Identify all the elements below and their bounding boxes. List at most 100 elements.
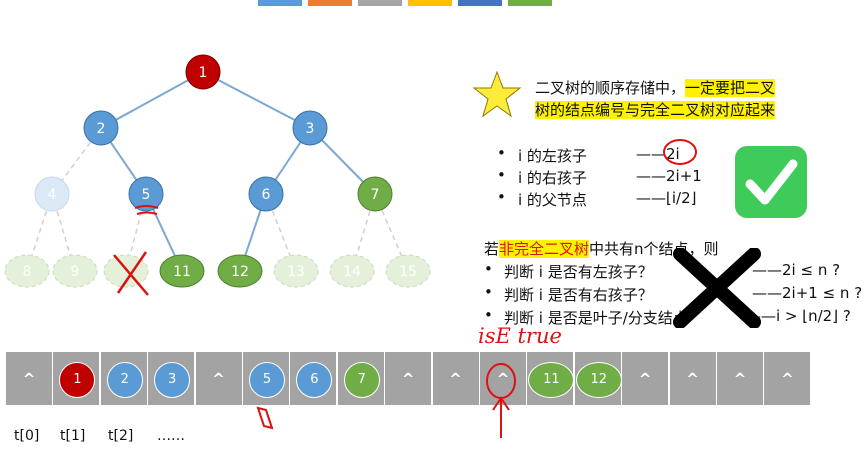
check-icon (735, 146, 807, 218)
answer-text: ——2i+1 ≤ n ? (752, 284, 863, 302)
array-cell: 7 (337, 352, 384, 405)
tree-node-label: 6 (262, 187, 271, 203)
tree-edge (202, 71, 311, 129)
tree-node-label: 11 (173, 264, 191, 280)
question-text: 判断 i 是否是叶子/分支结点 (504, 309, 688, 327)
array-cell: ^ (717, 352, 763, 405)
incomplete-heading: 若非完全二叉树中共有n个结点，则 (484, 238, 719, 259)
array-node: 3 (154, 362, 191, 398)
heading-line2: 树的结点编号与完全二叉树对应起来 (535, 99, 776, 120)
null-marker: ^ (733, 370, 747, 388)
heading-part1: 二叉树的顺序存储中， (535, 79, 686, 97)
tree-node: 15 (385, 254, 431, 288)
cross-icon (673, 248, 761, 328)
null-marker: ^ (449, 370, 462, 388)
tree-node: 2 (83, 110, 119, 146)
tree-node: 12 (217, 254, 263, 288)
array-cell: 6 (290, 352, 337, 405)
tree-node-label: 4 (48, 187, 57, 203)
array-node: 11 (528, 362, 575, 398)
star-icon (472, 70, 522, 118)
array-node: 1 (59, 362, 96, 398)
answer-text: ——i > ⌊n/2⌋ ? (746, 307, 851, 325)
tree-node: 5 (128, 176, 164, 212)
bullet-icon: • (497, 188, 506, 206)
red-cross-annotation (113, 251, 149, 296)
bullet-icon: • (484, 306, 493, 324)
bullet-icon: • (484, 283, 493, 301)
strip-segment (308, 0, 352, 6)
answer-text: ——2i ≤ n ? (752, 261, 841, 279)
index-label: t[1] (60, 428, 86, 444)
array-node: 6 (296, 362, 333, 398)
array-node: 12 (575, 362, 622, 398)
array-cell: ^ (385, 352, 432, 405)
heading-highlight1: 一定要把二叉 (685, 79, 776, 97)
tree-node: 8 (4, 254, 50, 288)
tree-node: 3 (292, 110, 328, 146)
array-cell: ^ (195, 352, 242, 405)
heading-line1: 二叉树的顺序存储中，一定要把二叉 (535, 77, 776, 98)
tree-node-label: 5 (142, 187, 151, 203)
tree-node-label: 2 (97, 121, 106, 137)
null-marker: ^ (401, 370, 415, 388)
index-label: …… (157, 428, 185, 444)
tree-node: 14 (329, 254, 375, 288)
index-label: t[0] (14, 428, 40, 444)
array-node: 2 (106, 362, 143, 398)
question-text: 判断 i 是否有左孩子？ (504, 263, 653, 281)
handwritten-note: isE true (478, 324, 562, 348)
array-cell: ^ (764, 352, 811, 405)
array-cell: ^ (432, 352, 479, 405)
array-cell: ^ (6, 352, 52, 405)
bullet-icon: • (484, 260, 493, 278)
null-marker: ^ (212, 370, 225, 388)
tree-node: 4 (34, 176, 70, 212)
null-marker: ^ (496, 370, 510, 388)
array-cell: 11 (527, 352, 575, 405)
tree-node-label: 8 (23, 264, 32, 280)
array-node: 7 (343, 362, 380, 398)
tree-node: 1 (185, 54, 221, 90)
tree-node-label: 12 (231, 264, 249, 280)
array-cell: 5 (243, 352, 289, 405)
tree-node-label: 7 (371, 187, 380, 203)
relation-formula: ——2i+1 (636, 167, 702, 185)
tree-node-label: 1 (199, 65, 208, 81)
array-cell: ^ (622, 352, 669, 405)
strip-segment (458, 0, 502, 6)
array-cell: 3 (148, 352, 195, 405)
strip-segment (258, 0, 302, 6)
tree-node-label: 3 (306, 121, 315, 137)
tree-node: 13 (273, 254, 319, 288)
tree-node: 7 (357, 176, 393, 212)
index-label: t[2] (108, 428, 134, 444)
null-marker: ^ (22, 370, 36, 388)
array-node: 5 (249, 362, 285, 398)
strip-segment (408, 0, 452, 6)
red-circle-annotation (663, 139, 697, 165)
tree-node: 11 (159, 254, 205, 288)
strip-segment (358, 0, 402, 6)
tree-node: 9 (52, 254, 98, 288)
array-cell: 12 (574, 352, 622, 405)
array-cell: 2 (100, 352, 147, 405)
tree-node-label: 15 (399, 264, 417, 280)
null-marker: ^ (686, 370, 699, 388)
question-text: 判断 i 是否有右孩子？ (504, 286, 653, 304)
strip-segment (508, 0, 552, 6)
relation-label: i 的左孩子 (518, 147, 587, 165)
tree-edge (100, 71, 204, 129)
relation-formula: ——⌊i/2⌋ (636, 189, 697, 207)
bullet-icon: • (497, 144, 506, 162)
array-cell: 1 (53, 352, 100, 405)
array-cell: ^ (669, 352, 716, 405)
tree-node-label: 14 (343, 264, 361, 280)
relation-label: i 的父节点 (518, 191, 587, 209)
incomplete-highlight: 非完全二叉树 (499, 240, 590, 258)
tree-node-label: 13 (287, 264, 305, 280)
